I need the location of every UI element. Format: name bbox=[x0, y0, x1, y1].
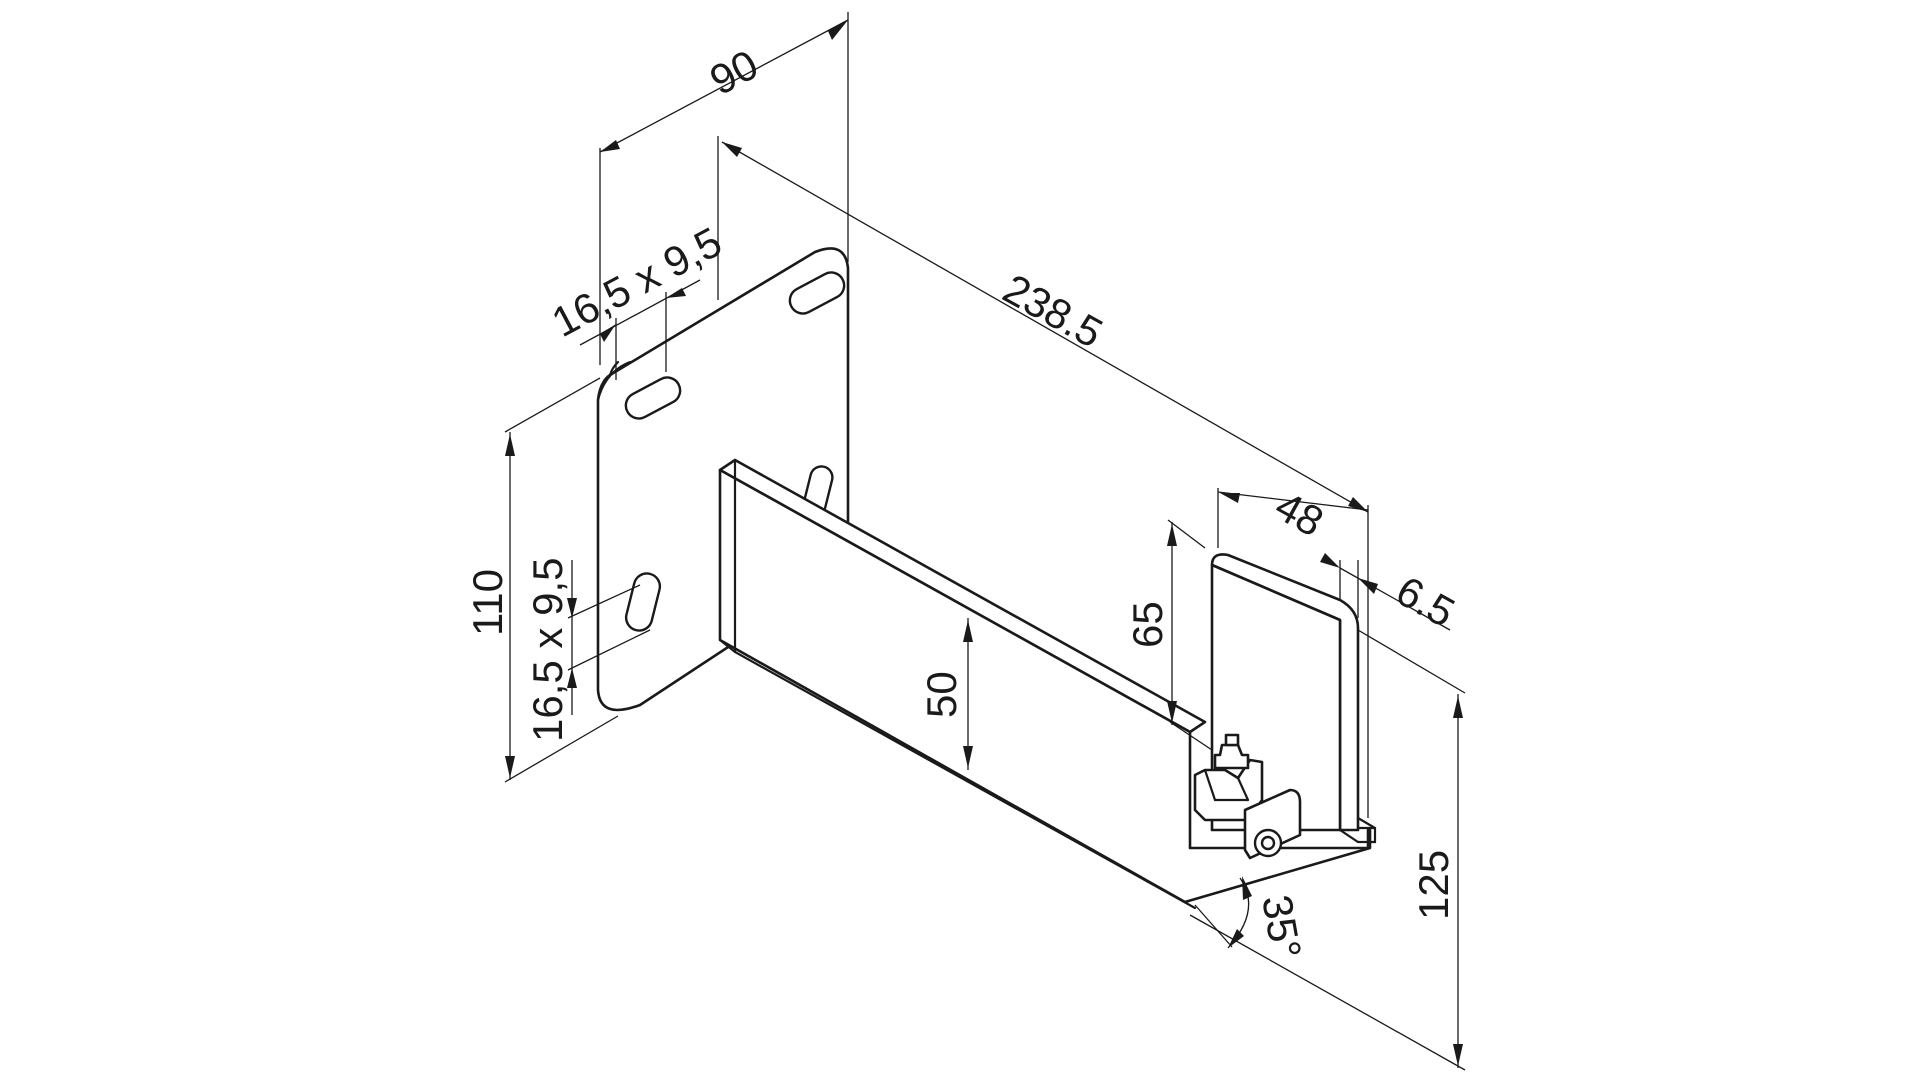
dim-height-110: 110 bbox=[464, 377, 619, 783]
dim-tip-height-65: 65 bbox=[1124, 519, 1213, 751]
dim-tip-height-label: 65 bbox=[1124, 601, 1171, 648]
dim-width-90-label: 90 bbox=[702, 41, 765, 104]
dim-length-label: 238.5 bbox=[996, 265, 1111, 357]
plate-slot-top-right bbox=[788, 271, 846, 315]
dim-angle-35: 35° bbox=[1194, 876, 1310, 962]
plate-slot-top-left bbox=[624, 376, 682, 420]
dim-tip-thickness-label: 6.5 bbox=[1389, 567, 1463, 636]
dim-slot-side-label: 16,5 x 9,5 bbox=[524, 558, 571, 742]
dim-arm-height-50: 50 bbox=[918, 618, 973, 770]
dim-overall-height-125: 125 bbox=[1189, 629, 1466, 1071]
dim-tip-width-label: 48 bbox=[1268, 482, 1332, 546]
dim-arm-height-label: 50 bbox=[918, 671, 965, 718]
bracket-arm bbox=[718, 458, 1372, 910]
dim-angle-label: 35° bbox=[1253, 891, 1310, 962]
dim-height-110-label: 110 bbox=[464, 569, 511, 636]
dim-slot-side: 16,5 x 9,5 bbox=[524, 558, 651, 742]
clamp-fitting bbox=[1193, 733, 1302, 860]
dim-overall-height-label: 125 bbox=[1410, 850, 1457, 920]
